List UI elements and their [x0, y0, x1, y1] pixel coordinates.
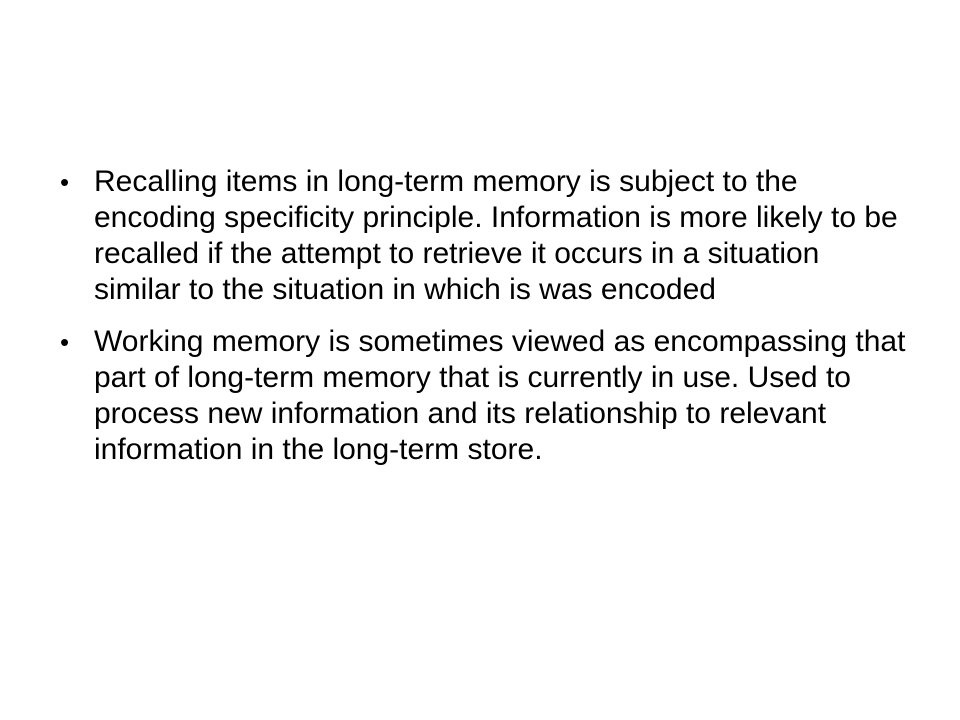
bullet-marker: • [60, 327, 70, 357]
bullet-item-2: • Working memory is sometimes viewed as … [56, 324, 906, 468]
bullet-text: Working memory is sometimes viewed as en… [94, 325, 906, 466]
bullet-item-1: • Recalling items in long-term memory is… [56, 164, 906, 308]
bullet-list: • Recalling items in long-term memory is… [56, 164, 906, 484]
bullet-marker: • [60, 167, 70, 197]
bullet-text: Recalling items in long-term memory is s… [94, 165, 898, 306]
